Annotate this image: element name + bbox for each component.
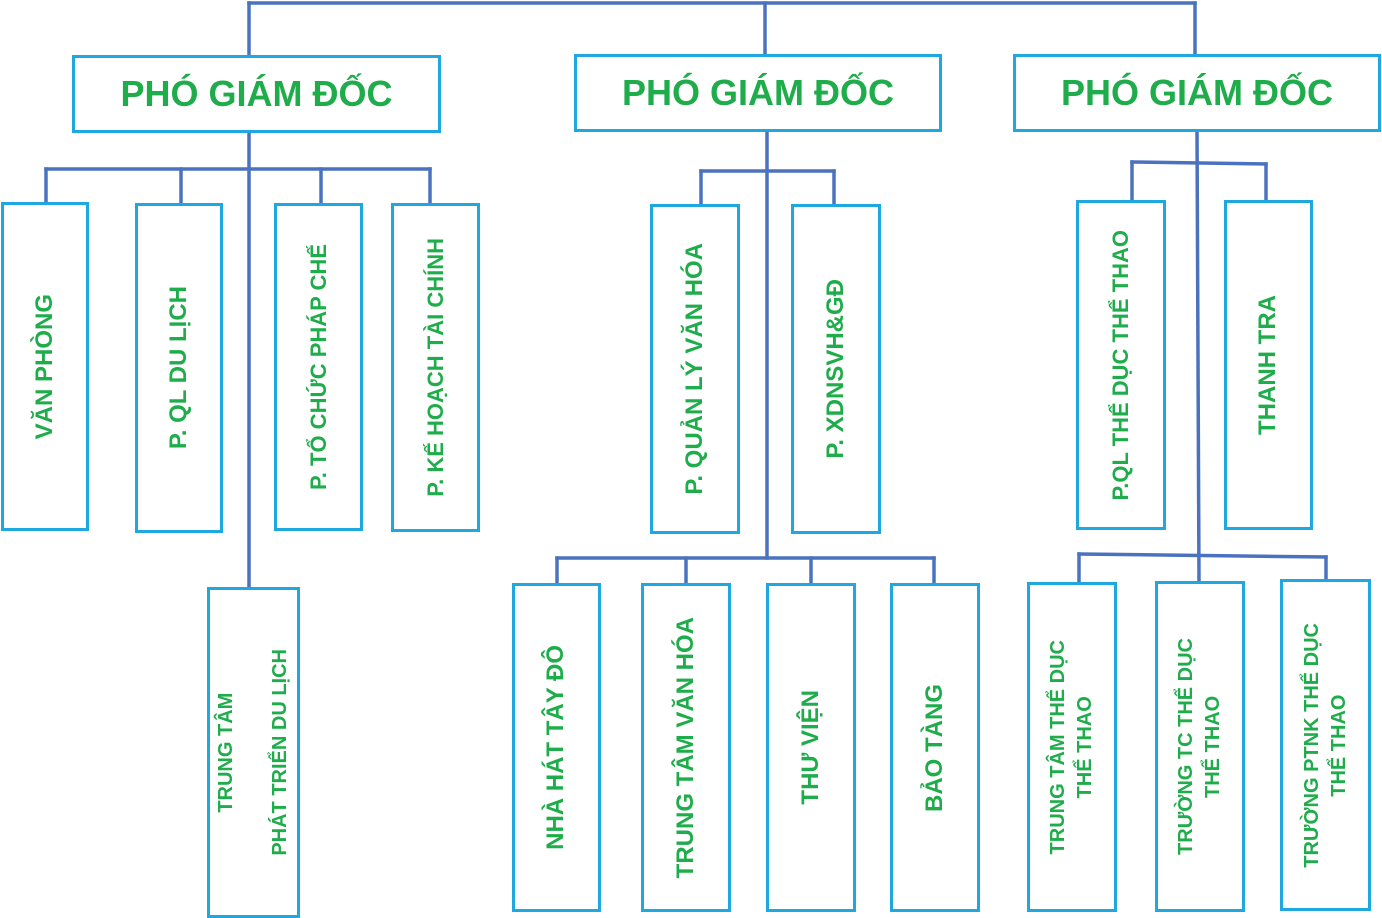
unit-label-line-1: TRUNG TÂM (215, 692, 237, 813)
connector-g3-dept-bus (1130, 160, 1268, 166)
department-label: VĂN PHÒNG (30, 293, 58, 440)
connector-g3-trunk (1195, 129, 1201, 584)
department-box-office: VĂN PHÒNG (1, 202, 89, 531)
deputy-director-box-2: PHÓ GIÁM ĐỐC (574, 54, 942, 132)
connector-g3-unit-bus (1077, 552, 1328, 559)
deputy-director-label: PHÓ GIÁM ĐỐC (120, 73, 393, 114)
department-label: P. QL DU LỊCH (164, 286, 192, 450)
unit-label: TRƯỜNG TC THỂ DỤC THỂ THAO (1173, 638, 1227, 855)
deputy-director-label: PHÓ GIÁM ĐỐC (1060, 72, 1333, 113)
unit-label-line-1: TRƯỜNG PTNK THỂ DỤC (1300, 622, 1323, 868)
unit-label-line-1: TRUNG TÂM THỂ DỤC (1047, 639, 1069, 855)
unit-box-library: THƯ VIỆN (766, 583, 856, 912)
unit-box-sports-school: TRƯỜNG TC THỂ DỤC THỂ THAO (1155, 581, 1245, 912)
department-box-tourism-mgmt: P. QL DU LỊCH (135, 203, 223, 533)
unit-label-line-1: TRƯỜNG TC THỂ DỤC (1175, 638, 1197, 855)
unit-label: TRUNG TÂM THỂ DỤC THỂ THAO (1045, 640, 1099, 854)
unit-box-sports-center: TRUNG TÂM THỂ DỤC THỂ THAO (1027, 582, 1117, 912)
department-box-inspection: THANH TRA (1224, 200, 1313, 530)
unit-label-line-2: PHÁT TRIỂN DU LỊCH (269, 649, 291, 856)
department-label: THANH TRA (1254, 295, 1282, 435)
department-box-legal: P. TỔ CHỨC PHÁP CHẾ (274, 203, 363, 531)
unit-box-culture-center: TRUNG TÂM VĂN HÓA (641, 583, 731, 912)
unit-box-theater: NHÀ HÁT TÂY ĐÔ (512, 583, 601, 912)
department-box-culture-mgmt: P. QUẢN LÝ VĂN HÓA (650, 204, 740, 534)
unit-box-tourism-development-center: TRUNG TÂM PHÁT TRIỂN DU LỊCH (207, 587, 300, 918)
department-box-finance-planning: P. KẾ HOẠCH TÀI CHÍNH (391, 203, 480, 532)
department-box-xdnsvh: P. XDNSVH&GĐ (791, 204, 881, 534)
department-label: P. KẾ HOẠCH TÀI CHÍNH (422, 238, 448, 497)
deputy-director-box-3: PHÓ GIÁM ĐỐC (1013, 54, 1381, 132)
unit-box-museum: BẢO TÀNG (890, 583, 980, 912)
department-label: P.QL THỂ DỤC THỂ THAO (1108, 229, 1134, 501)
deputy-director-box-1: PHÓ GIÁM ĐỐC (72, 55, 441, 133)
department-label: P. XDNSVH&GĐ (821, 279, 849, 459)
department-box-sports-mgmt: P.QL THỂ DỤC THỂ THAO (1076, 200, 1166, 530)
department-label: P. QUẢN LÝ VĂN HÓA (680, 243, 708, 495)
department-label: P. TỔ CHỨC PHÁP CHẾ (305, 243, 331, 491)
deputy-director-label: PHÓ GIÁM ĐỐC (621, 72, 894, 113)
unit-label: TRƯỜNG PTNK THỂ DỤC THỂ THAO (1299, 623, 1353, 868)
unit-label: NHÀ HÁT TÂY ĐÔ (542, 645, 570, 850)
unit-label-line-2: THỂ THAO (1074, 695, 1096, 799)
unit-label: TRUNG TÂM PHÁT TRIỂN DU LỊCH (213, 649, 294, 856)
unit-label-line-2: THỂ THAO (1327, 693, 1350, 797)
unit-box-gifted-sports-school: TRƯỜNG PTNK THỂ DỤC THỂ THAO (1280, 579, 1371, 911)
unit-label: TRUNG TÂM VĂN HÓA (671, 616, 699, 879)
unit-label-line-2: THỂ THAO (1202, 695, 1224, 798)
unit-label: THƯ VIỆN (796, 690, 824, 805)
unit-label: BẢO TÀNG (920, 683, 948, 812)
